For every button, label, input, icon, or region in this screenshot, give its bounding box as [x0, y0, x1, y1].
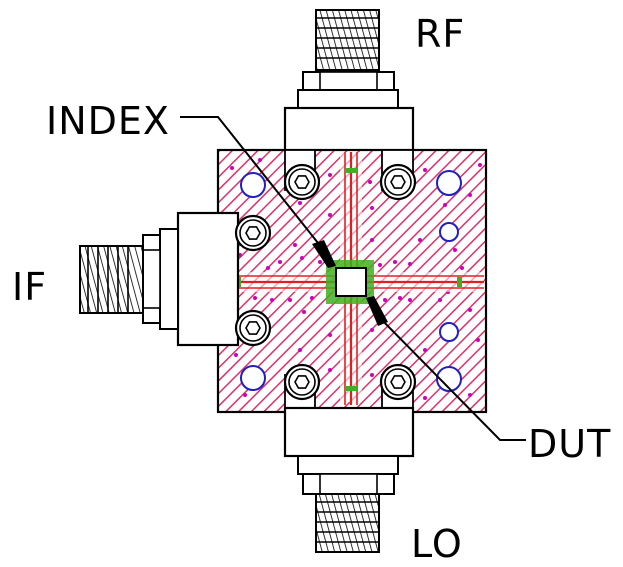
lo-label: LO — [411, 522, 463, 563]
rf-label: RF — [415, 12, 465, 56]
pcb-board — [216, 148, 488, 414]
if-connector — [79, 211, 240, 347]
dut-label: DUT — [528, 422, 611, 466]
index-label: INDEX — [46, 99, 170, 143]
index-leader — [180, 116, 336, 268]
dut-site — [326, 260, 374, 304]
mounting-hole-icon — [240, 170, 462, 392]
dut-leader — [366, 296, 526, 441]
rf-connector — [283, 9, 415, 156]
lo-connector — [283, 406, 415, 553]
if-label: IF — [12, 265, 47, 309]
